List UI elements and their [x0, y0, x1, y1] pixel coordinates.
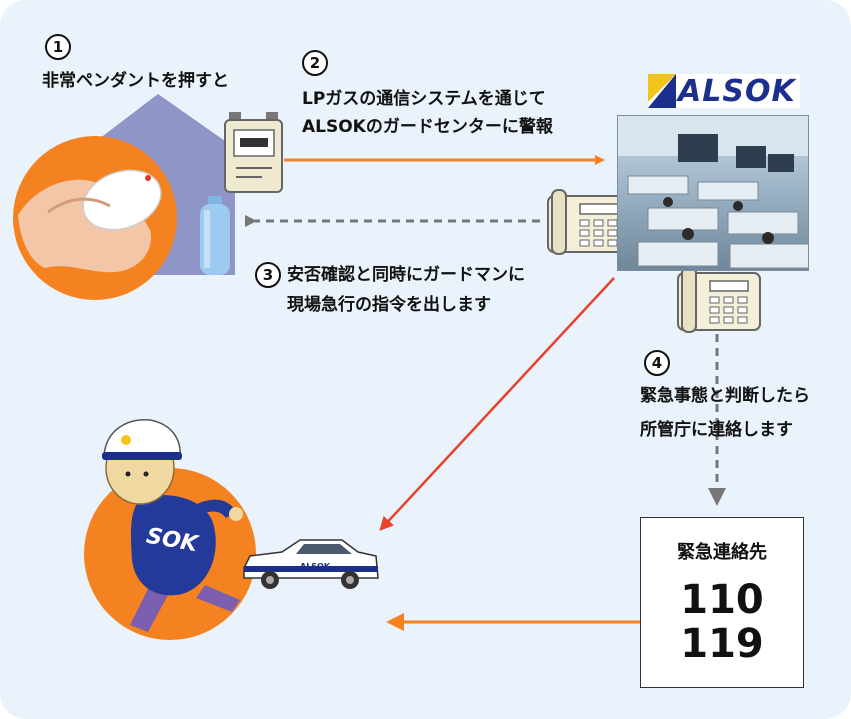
- guard-center-photo: [617, 115, 809, 271]
- telephone-icon: [677, 266, 761, 333]
- security-car-icon: [243, 539, 379, 589]
- step-4-number: 4: [644, 350, 670, 376]
- step-3-text-line2: 現場急行の指令を出します: [287, 295, 491, 315]
- step-4-text-line2: 所管庁に連絡します: [640, 420, 793, 440]
- step-4-text-line1: 緊急事態と判断したら: [640, 386, 810, 406]
- step-3-number: 3: [255, 262, 281, 288]
- fire-number: 119: [680, 621, 764, 667]
- contact-arrow-head: [386, 613, 404, 631]
- emergency-contact-title: 緊急連絡先: [677, 542, 767, 563]
- step-1-number: 1: [45, 34, 71, 60]
- step-2-number: 2: [302, 50, 328, 76]
- step-3-text-line1: 安否確認と同時にガードマンに: [287, 265, 525, 285]
- telephone-icon: [547, 189, 629, 255]
- gas-meter-icon: [224, 112, 283, 193]
- police-number: 110: [680, 577, 764, 623]
- step-2-text-line1: LPガスの通信システムを通じて: [302, 89, 546, 109]
- step-1-text: 非常ペンダントを押すと: [42, 71, 229, 91]
- gas-cylinder-icon: [200, 196, 230, 275]
- emergency-contact-box: 緊急連絡先 110 119: [640, 517, 804, 688]
- guard-icon: [84, 419, 256, 640]
- report-arrow-head: [708, 488, 726, 506]
- car-logo-text: ALSOK: [300, 562, 331, 571]
- dispatch-arrow: [379, 277, 615, 531]
- alsok-logo-mark: [648, 74, 800, 108]
- alsok-logo-text: ALSOK: [678, 74, 796, 109]
- pendant-hand-icon: [13, 136, 177, 300]
- step-2-text-line2: ALSOKのガードセンターに警報: [302, 117, 553, 137]
